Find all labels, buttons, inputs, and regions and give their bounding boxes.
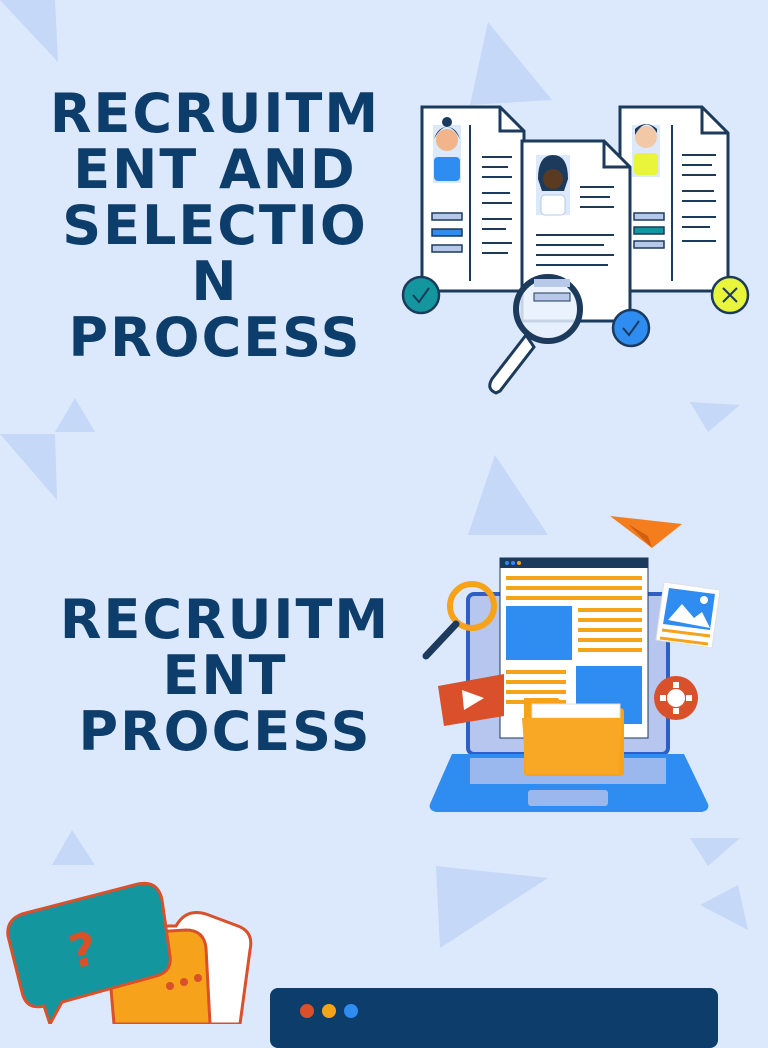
window-dot-orange [322, 1004, 336, 1018]
browser-window-bar [270, 988, 718, 1048]
window-dot-blue [344, 1004, 358, 1018]
window-dot-red [300, 1004, 314, 1018]
laptop-job-posting-icon [422, 516, 721, 812]
folder-icon [522, 698, 624, 776]
play-icon [438, 674, 504, 726]
background-shapes [0, 0, 748, 948]
resume-documents-with-magnifier-icon [401, 105, 750, 395]
recruitment-process-heading: RECRUITM ENT PROCESS [59, 588, 391, 763]
image-icon [655, 581, 721, 649]
check-icon [401, 275, 441, 315]
gear-icon [654, 676, 698, 720]
recruitment-selection-heading: RECRUITM ENT AND SELECTIO N PROCESS [49, 82, 381, 369]
question-chat-bubbles-icon: ? [6, 881, 253, 1024]
paper-plane-icon [610, 516, 682, 548]
